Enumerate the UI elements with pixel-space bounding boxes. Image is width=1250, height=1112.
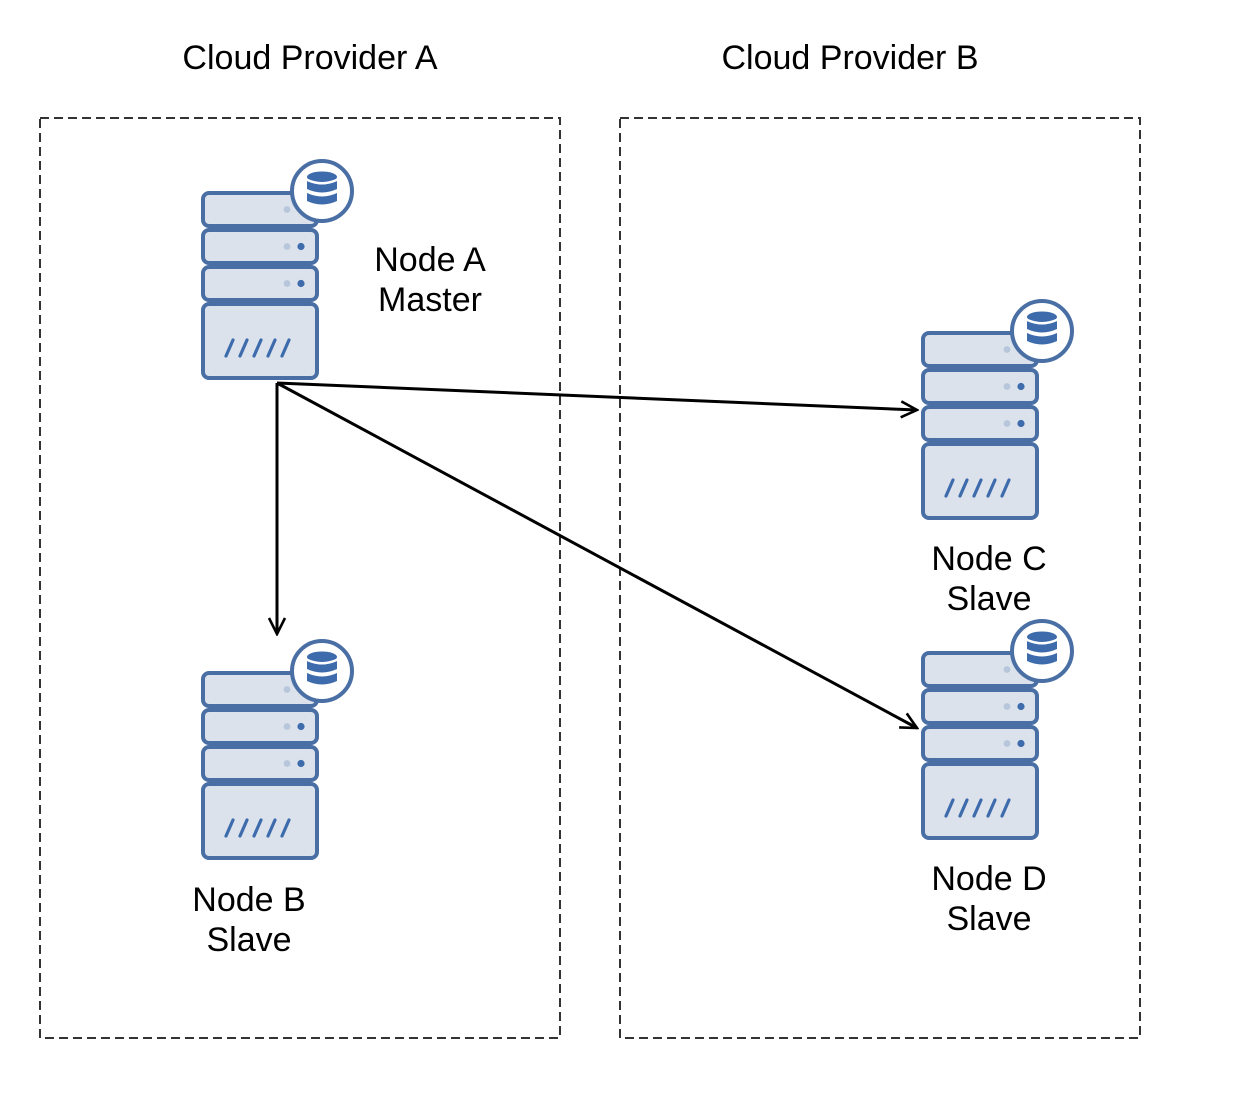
node-c-name: Node C <box>931 540 1047 578</box>
node-c-role: Slave <box>946 580 1032 618</box>
node-a-role: Master <box>378 281 482 319</box>
node-b-name: Node B <box>192 881 306 919</box>
provider-a-boundary <box>39 117 561 1039</box>
provider-b-boundary <box>619 117 1141 1039</box>
node-d-role: Slave <box>946 900 1032 938</box>
node-d-name: Node D <box>931 860 1047 898</box>
provider-a-title: Cloud Provider A <box>182 39 438 77</box>
node-b-role: Slave <box>206 921 292 959</box>
node-b-label: Node B Slave <box>149 880 349 960</box>
node-b-database-server-icon <box>201 639 354 860</box>
edge-a-to-c <box>276 381 917 410</box>
edge-a-to-d <box>276 381 917 728</box>
node-c-label: Node C Slave <box>889 539 1089 619</box>
node-d-label: Node D Slave <box>889 859 1089 939</box>
node-c-database-server-icon <box>921 299 1074 520</box>
provider-b-title: Cloud Provider B <box>721 39 979 77</box>
node-d-database-server-icon <box>921 619 1074 840</box>
node-a-label: Node A Master <box>330 240 530 320</box>
node-a-name: Node A <box>374 241 486 279</box>
